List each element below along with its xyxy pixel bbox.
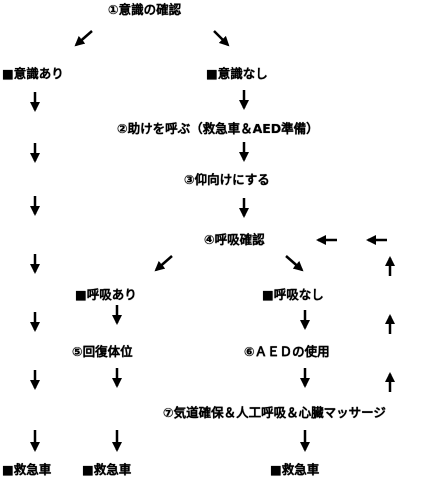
node-supine: ③仰向けにする [184, 172, 270, 187]
node-ambulance-right: ■救急車 [270, 462, 320, 477]
arrow-to-unconscious [213, 30, 230, 47]
arrow-to-breathing-yes [154, 255, 173, 272]
node-unconscious: ■意識なし [206, 66, 268, 81]
arrow-to-conscious [74, 30, 93, 47]
node-check-consciousness: ①意識の確認 [108, 2, 182, 17]
node-cpr: ⑦気道確保＆人工呼吸＆心臓マッサージ [163, 405, 386, 420]
node-recovery-position: ⑤回復体位 [72, 344, 133, 359]
node-breathing-yes: ■呼吸あり [75, 287, 137, 302]
node-aed-use: ⑥ＡＥＤの使用 [244, 344, 330, 359]
arrow-to-breathing-no [285, 255, 304, 272]
node-ambulance-left: ■救急車 [2, 462, 52, 477]
node-breathing-check: ④呼吸確認 [204, 232, 265, 247]
node-conscious: ■意識あり [2, 66, 64, 81]
node-breathing-no: ■呼吸なし [262, 287, 324, 302]
node-ambulance-middle: ■救急車 [82, 462, 132, 477]
node-call-help: ②助けを呼ぶ（救急車＆AED準備） [117, 121, 319, 136]
